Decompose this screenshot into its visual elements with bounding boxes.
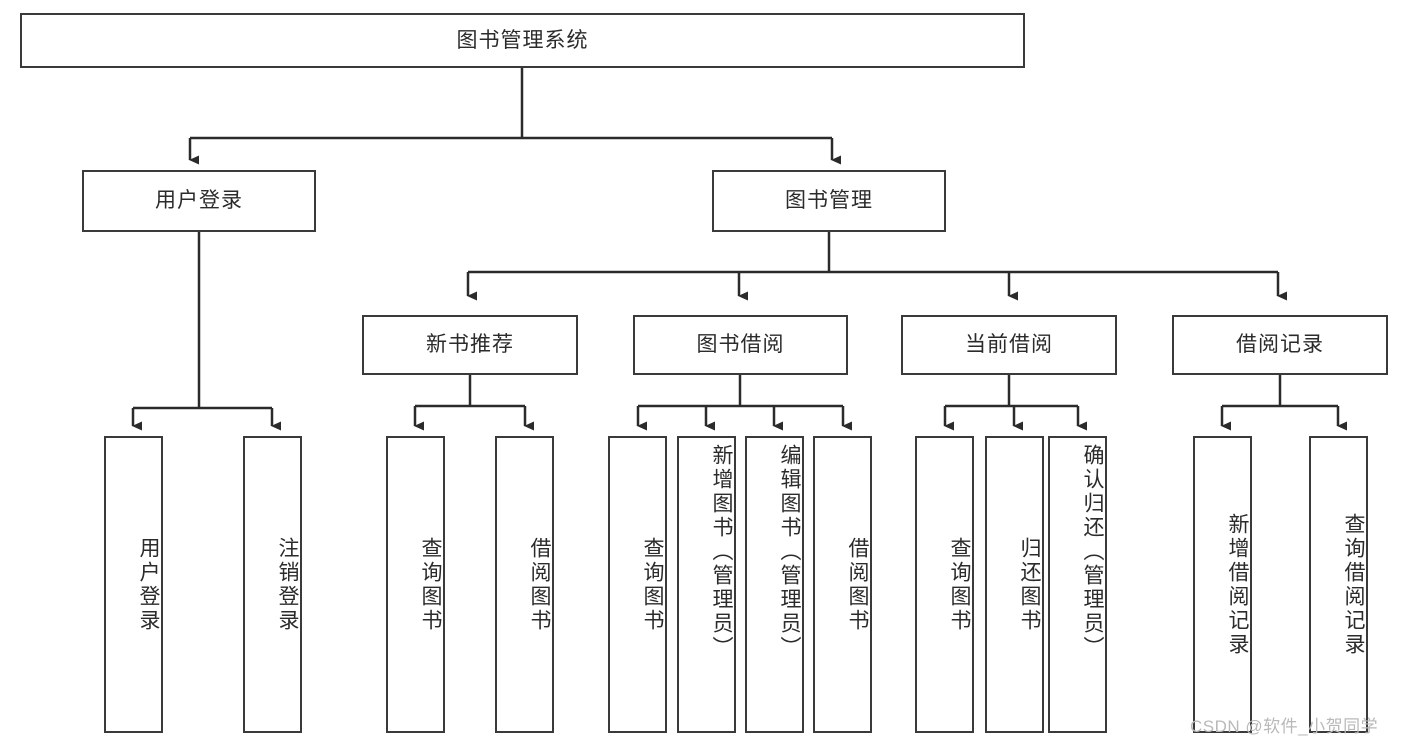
node-label: 图书借阅: [696, 333, 785, 357]
node-label: 新增图书（管理员）: [710, 444, 733, 660]
node-label: 查询图书: [641, 536, 664, 633]
node-book-borrow[interactable]: 图书借阅: [633, 315, 848, 375]
node-label: 借阅图书: [528, 536, 551, 633]
node-label: 注销登录: [276, 536, 299, 633]
node-label: 图书管理: [785, 189, 873, 213]
node-label: 查询借阅记录: [1342, 512, 1365, 657]
node-label: 借阅记录: [1236, 333, 1324, 357]
node-leaf-user-login[interactable]: 用户登录: [104, 436, 163, 733]
node-label: 用户登录: [155, 189, 243, 213]
node-leaf-add-book-admin[interactable]: 新增图书（管理员）: [677, 436, 736, 733]
node-leaf-query-book-borrow[interactable]: 查询图书: [608, 436, 667, 733]
node-leaf-borrow-book-recommend[interactable]: 借阅图书: [495, 436, 554, 733]
node-leaf-query-borrow-record[interactable]: 查询借阅记录: [1309, 436, 1368, 733]
node-label: 查询图书: [419, 536, 442, 633]
node-label: 当前借阅: [965, 333, 1053, 357]
node-label: 新增借阅记录: [1226, 512, 1249, 657]
node-leaf-return-book[interactable]: 归还图书: [985, 436, 1044, 733]
node-label: 查询图书: [948, 536, 971, 633]
node-new-book-recommend[interactable]: 新书推荐: [362, 315, 578, 375]
node-leaf-logout[interactable]: 注销登录: [243, 436, 302, 733]
watermark-text: CSDN @软件_小贺同学: [1190, 717, 1379, 736]
node-leaf-confirm-return-admin[interactable]: 确认归还（管理员）: [1048, 436, 1107, 733]
node-label: 编辑图书（管理员）: [778, 444, 801, 660]
node-label: 确认归还（管理员）: [1081, 444, 1104, 660]
node-borrow-record[interactable]: 借阅记录: [1172, 315, 1388, 375]
node-label: 图书管理系统: [456, 28, 589, 52]
node-root-book-management-system[interactable]: 图书管理系统: [20, 13, 1025, 68]
node-book-management[interactable]: 图书管理: [712, 170, 946, 232]
node-leaf-query-book-current[interactable]: 查询图书: [915, 436, 974, 733]
node-label: 新书推荐: [426, 333, 514, 357]
node-label: 归还图书: [1018, 536, 1041, 633]
node-label: 借阅图书: [846, 536, 869, 633]
node-leaf-add-borrow-record[interactable]: 新增借阅记录: [1193, 436, 1252, 733]
node-leaf-query-book-recommend[interactable]: 查询图书: [386, 436, 445, 733]
node-label: 用户登录: [137, 536, 160, 633]
node-leaf-edit-book-admin[interactable]: 编辑图书（管理员）: [745, 436, 804, 733]
node-leaf-borrow-book[interactable]: 借阅图书: [813, 436, 872, 733]
node-user-login[interactable]: 用户登录: [82, 170, 316, 232]
node-current-borrow[interactable]: 当前借阅: [901, 315, 1117, 375]
